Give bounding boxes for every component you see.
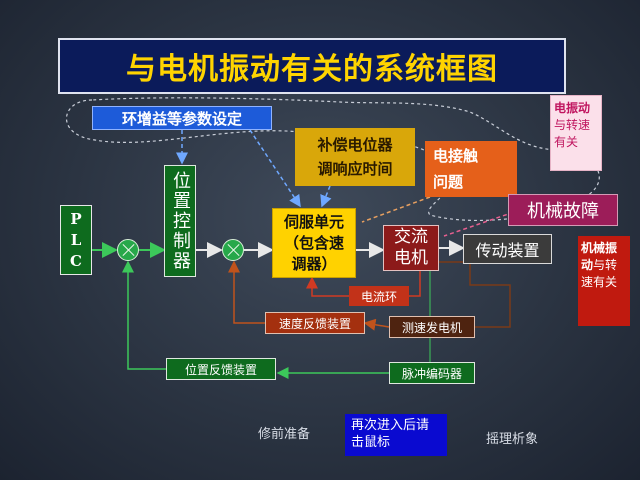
contact-problem-note: 电接触 问题	[425, 141, 517, 197]
plc-block: P L C	[60, 205, 92, 275]
plc-letter: C	[70, 251, 82, 270]
servo-unit-line: 伺服单元	[283, 212, 344, 231]
position-controller-label: 位置控制器	[170, 171, 191, 271]
transmission-label: 传动装置	[475, 241, 540, 260]
mech-fault-label: 机械故障	[527, 201, 599, 222]
contact-problem-line: 问题	[433, 173, 464, 191]
mechanical-vibration-note: 机械振动与转速有关	[578, 236, 630, 326]
ac-motor-block: 交流 电机	[383, 225, 439, 271]
compensation-line: 补偿电位器	[317, 136, 393, 154]
position-feedback-label: 位置反馈装置	[184, 362, 257, 377]
plc-letter: L	[70, 230, 82, 249]
page-title: 与电机振动有关的系统框图	[126, 52, 498, 87]
mechanical-vibration-rest: 与转速有关	[581, 258, 618, 289]
position-summing-junction	[117, 239, 139, 261]
electrical-vibration-note: 电振动与转速有关	[550, 95, 602, 171]
influence-region-outline	[66, 97, 600, 222]
servo-unit-line: （包含速	[283, 233, 344, 252]
speed-feedback-label: 速度反馈装置	[278, 316, 351, 331]
electrical-vibration-rest: 与转速有关	[554, 118, 591, 149]
next-link[interactable]: 摇理析象	[486, 432, 539, 447]
contact-problem-line: 电接触	[433, 147, 479, 165]
prev-link[interactable]: 修前准备	[258, 427, 311, 442]
servo-unit-block: 伺服单元 （包含速 调器）	[272, 208, 356, 278]
pulse-encoder-block: 脉冲编码器	[389, 362, 475, 384]
plc-letter: P	[70, 209, 82, 228]
electrical-vibration-bold: 电振动	[554, 101, 591, 115]
ac-motor-line: 交流	[394, 227, 428, 247]
speed-summing-junction	[222, 239, 244, 261]
mech-fault-note: 机械故障	[508, 194, 618, 226]
position-feedback-block: 位置反馈装置	[166, 358, 276, 380]
title-banner: 与电机振动有关的系统框图	[58, 38, 566, 94]
transmission-block: 传动装置	[463, 234, 552, 264]
mechanical-vibration-bold: 机械振动	[581, 241, 618, 272]
servo-unit-line: 调器）	[291, 254, 337, 273]
param-setting-note: 环增益等参数设定	[92, 106, 272, 130]
pulse-encoder-label: 脉冲编码器	[401, 366, 462, 381]
click-hint-button[interactable]: 再次进入后请击鼠标	[345, 414, 447, 456]
current-loop-label: 电流环	[360, 289, 397, 304]
param-setting-label: 环增益等参数设定	[121, 109, 242, 128]
current-loop-block: 电流环	[349, 286, 409, 306]
compensation-note: 补偿电位器 调响应时间	[295, 128, 415, 186]
ac-motor-line: 电机	[394, 248, 428, 268]
tachogenerator-label: 测速发电机	[401, 320, 462, 335]
position-controller-block: 位置控制器	[164, 165, 196, 277]
compensation-line: 调响应时间	[317, 160, 393, 178]
speed-feedback-block: 速度反馈装置	[265, 312, 365, 334]
tachogenerator-block: 测速发电机	[389, 316, 475, 338]
